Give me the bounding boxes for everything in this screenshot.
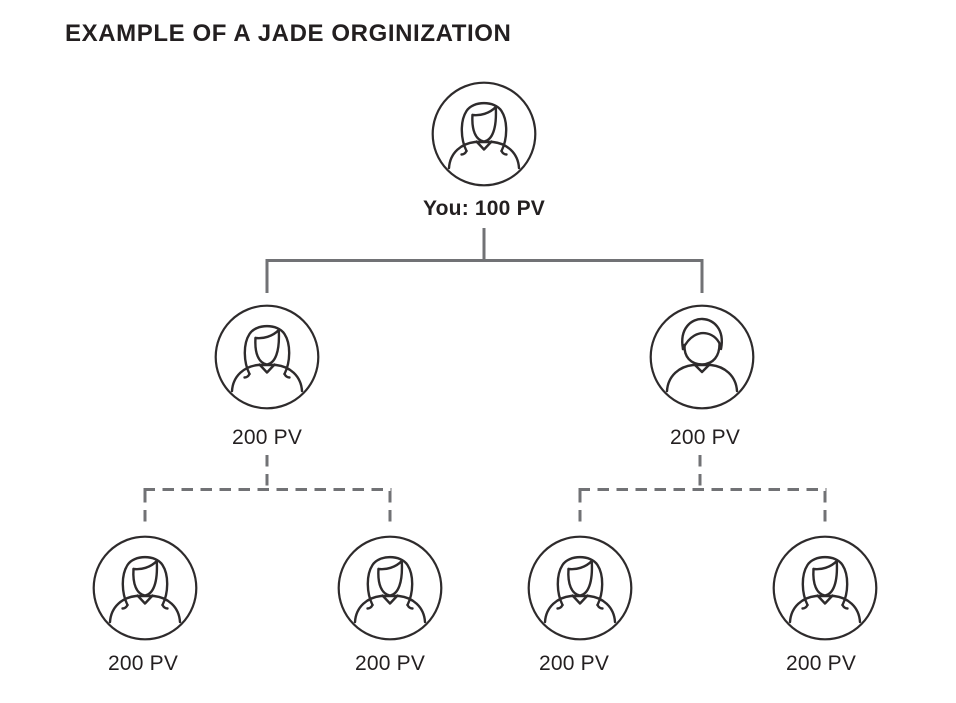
avatar-level3-4	[771, 534, 879, 642]
avatar-you	[430, 80, 538, 188]
node-label-you: You: 100 PV	[422, 197, 546, 220]
node-label-level3-1: 200 PV	[107, 652, 179, 675]
avatar-level3-1	[91, 534, 199, 642]
avatar-level3-2	[336, 534, 444, 642]
avatar-level2-left	[213, 303, 321, 411]
avatar-level2-right	[648, 303, 756, 411]
woman-avatar-icon	[214, 304, 320, 410]
avatar-level3-3	[526, 534, 634, 642]
node-label-level3-2: 200 PV	[354, 652, 426, 675]
node-label-level3-3: 200 PV	[538, 652, 610, 675]
node-label-level2-right: 200 PV	[669, 426, 741, 449]
woman-avatar-icon	[92, 535, 198, 641]
man-avatar-icon	[649, 304, 755, 410]
woman-avatar-icon	[337, 535, 443, 641]
node-label-level3-4: 200 PV	[785, 652, 857, 675]
woman-avatar-icon	[527, 535, 633, 641]
page-title: EXAMPLE OF A JADE ORGINIZATION	[65, 20, 512, 47]
node-label-level2-left: 200 PV	[231, 426, 303, 449]
woman-avatar-icon	[431, 81, 537, 187]
woman-avatar-icon	[772, 535, 878, 641]
